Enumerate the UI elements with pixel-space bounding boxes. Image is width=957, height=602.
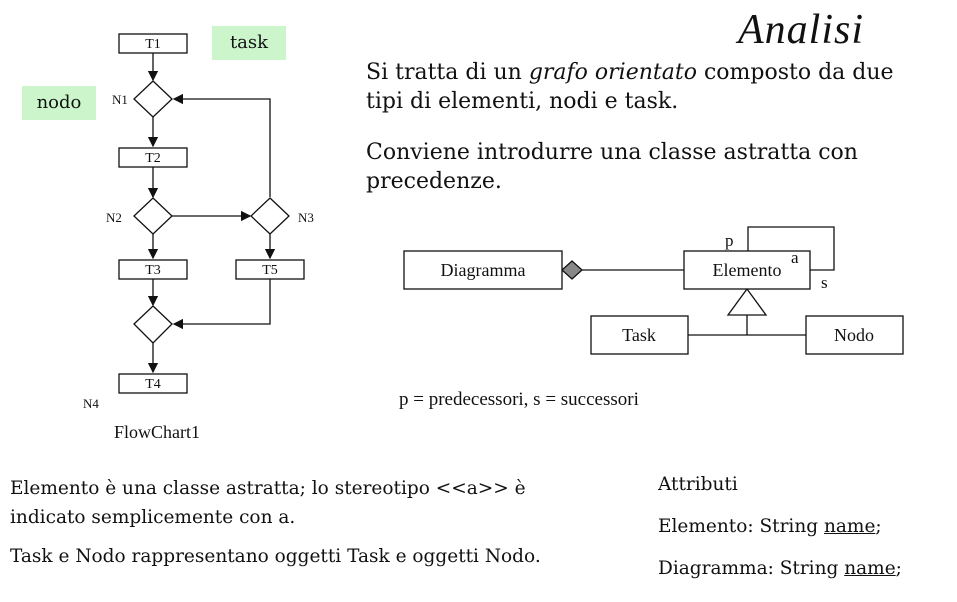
node-diamond-n1 — [133, 80, 173, 118]
task-box-t1 — [118, 33, 188, 54]
intro-paragraph-2: Conviene introdurre una classe astratta … — [366, 138, 946, 196]
intro-text: Conviene introdurre una classe astratta … — [366, 140, 858, 165]
node-label-n4: N4 — [83, 396, 99, 411]
class-name-nodo: Nodo — [834, 325, 874, 345]
association-label-p: p — [725, 231, 734, 250]
task-label-t1: T1 — [145, 37, 161, 52]
explanation-line: indicato semplicemente con a. — [10, 507, 296, 528]
association-label-s: s — [821, 273, 828, 292]
task-box-t5 — [235, 259, 305, 280]
association-legend: p = predecessori, s = successori — [399, 389, 639, 410]
attribute-text: Diagramma: String — [658, 558, 845, 579]
task-box-t3 — [118, 259, 188, 280]
attribute-text: ; — [895, 558, 902, 579]
task-box-t4 — [118, 373, 188, 394]
explanation-line: Elemento è una classe astratta; lo stere… — [10, 478, 526, 499]
task-label-t3: T3 — [145, 263, 161, 278]
attribute-text: ; — [875, 516, 882, 537]
class-name-elemento: Elemento — [713, 260, 782, 280]
uml-class-diagram: Diagramma Elemento Task Nodo p a s p = p… — [399, 226, 904, 410]
flowchart-caption: FlowChart1 — [114, 422, 200, 442]
node-diamond-n4 — [133, 305, 173, 344]
flow-edge — [172, 279, 271, 330]
intro-text: tipi di elementi, nodi e task. — [366, 89, 679, 114]
inheritance-triangle-icon — [726, 287, 768, 316]
attribute-name: name — [844, 558, 896, 579]
node-label-n1: N1 — [112, 92, 128, 107]
aggregation-diamond-icon — [561, 260, 583, 280]
attributes-block: Attributi Elemento: String name; Diagram… — [658, 470, 953, 583]
explanation-line: Task e Nodo rappresentano oggetti Task e… — [10, 546, 541, 567]
page-title: Analisi — [738, 7, 865, 53]
attributes-heading: Attributi — [658, 474, 738, 495]
attribute-text: Elemento: String — [658, 516, 824, 537]
node-label-n2: N2 — [106, 210, 122, 225]
class-box-nodo — [805, 315, 904, 355]
class-box-task — [590, 315, 689, 355]
task-label-t2: T2 — [145, 151, 161, 166]
flowchart-diagram: T1 T2 T3 T4 T5 N1 N2 N3 N4 FlowChart1 — [83, 33, 314, 442]
legend-task-label: task — [212, 26, 286, 60]
intro-emphasis: grafo orientato — [528, 60, 697, 85]
attribute-name: name — [823, 516, 876, 537]
intro-paragraph-1: Si tratta di un grafo orientato composto… — [366, 58, 946, 116]
class-box-elemento — [683, 250, 811, 290]
attribute-row-elemento: Elemento: String name; — [658, 512, 953, 541]
task-label-t5: T5 — [262, 263, 278, 278]
node-diamond-n2 — [133, 197, 173, 235]
class-name-task: Task — [622, 325, 656, 345]
node-diamond-n3 — [250, 197, 290, 235]
class-name-diagramma: Diagramma — [441, 260, 526, 280]
class-box-diagramma — [403, 250, 563, 290]
task-label-t4: T4 — [145, 377, 161, 392]
node-label-n3: N3 — [298, 210, 314, 225]
explanation-block: Elemento è una classe astratta; lo stere… — [10, 474, 640, 571]
intro-text: precedenze. — [366, 169, 502, 194]
self-association-loop — [747, 226, 835, 271]
intro-text: Si tratta di un — [366, 60, 529, 85]
intro-text: composto da due — [696, 60, 894, 85]
stereotype-label-a: a — [791, 248, 799, 267]
task-box-t2 — [118, 147, 188, 168]
attribute-row-diagramma: Diagramma: String name; — [658, 554, 953, 583]
legend-nodo-label: nodo — [22, 86, 96, 120]
flow-edge — [172, 93, 271, 197]
